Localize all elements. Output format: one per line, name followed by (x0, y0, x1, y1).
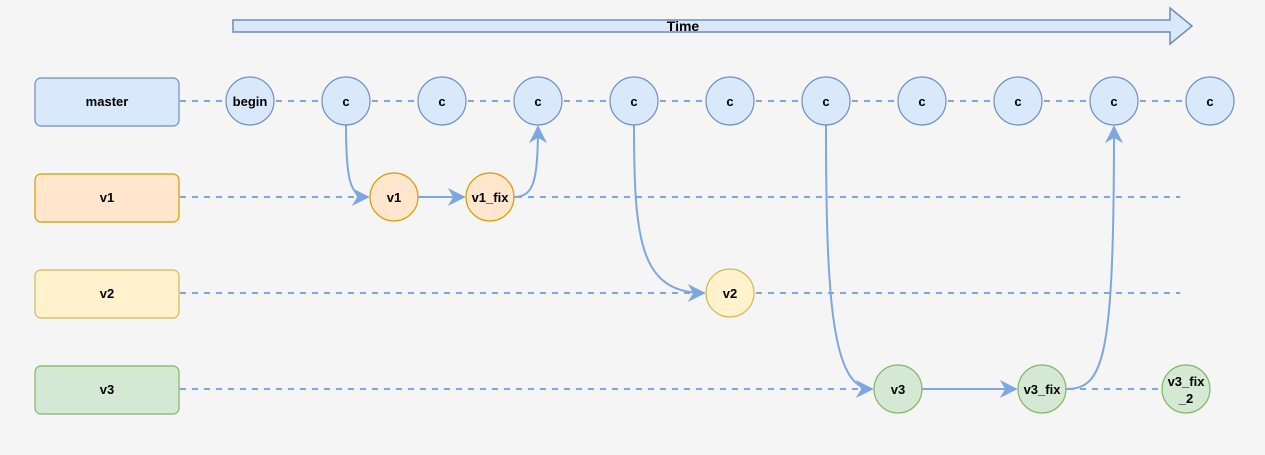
commit-node-v3-fix[interactable]: v3_fix (1017, 364, 1067, 414)
commit-label: c (726, 94, 733, 109)
branch-label-v2[interactable]: v2 (34, 269, 180, 319)
v3-commits: v3 v3_fix v3_fix _2 (873, 364, 1211, 414)
time-arrow: Time (232, 6, 1194, 46)
merge-v1fix-to-master (513, 125, 547, 198)
commit-label: v1 (387, 190, 401, 205)
branch-master-to-v1 (345, 124, 370, 206)
commit-node[interactable]: c (993, 76, 1043, 126)
commit-node[interactable]: c (321, 76, 371, 126)
branch-label-master-text: master (86, 94, 129, 109)
commit-node[interactable]: c (417, 76, 467, 126)
time-label: Time (667, 18, 700, 34)
commit-node[interactable]: c (897, 76, 947, 126)
commit-node[interactable]: begin (225, 76, 275, 126)
flow-connectors (345, 124, 1123, 398)
commit-node[interactable]: c (801, 76, 851, 126)
merge-v3fix-to-master (1065, 125, 1123, 390)
commit-node-v1[interactable]: v1 (369, 172, 419, 222)
commit-node[interactable]: c (513, 76, 563, 126)
commit-node-v2[interactable]: v2 (705, 268, 755, 318)
commit-node-v3[interactable]: v3 (873, 364, 923, 414)
commit-label: v2 (723, 286, 737, 301)
commit-node-v1-fix[interactable]: v1_fix (465, 172, 515, 222)
commit-label: c (438, 94, 445, 109)
time-arrow-shape (232, 6, 1194, 46)
commit-label: c (1206, 94, 1213, 109)
commit-node-v3-fix-2[interactable]: v3_fix _2 (1161, 364, 1211, 414)
commit-label: begin (233, 94, 268, 109)
branch-label-v2-text: v2 (100, 286, 114, 301)
branch-lines (180, 100, 1186, 390)
commit-label: c (630, 94, 637, 109)
branch-labels: master v1 v2 v3 (34, 77, 180, 415)
commit-label: c (342, 94, 349, 109)
commit-node[interactable]: c (609, 76, 659, 126)
commit-node[interactable]: c (1089, 76, 1139, 126)
branch-label-master[interactable]: master (34, 77, 180, 127)
branch-label-v3-text: v3 (100, 382, 114, 397)
commit-label: c (822, 94, 829, 109)
commit-label: v3_fix (1024, 382, 1062, 397)
branch-label-v1[interactable]: v1 (34, 173, 180, 223)
commit-label: c (918, 94, 925, 109)
commit-label: c (1014, 94, 1021, 109)
commit-node[interactable]: c (705, 76, 755, 126)
commit-label-line-1: v3_fix (1168, 374, 1206, 389)
commit-label: c (534, 94, 541, 109)
v2-commits: v2 (705, 268, 755, 318)
commit-label-line-2: _2 (1178, 391, 1193, 406)
branch-label-v3[interactable]: v3 (34, 365, 180, 415)
v1-commits: v1 v1_fix (369, 172, 515, 222)
commit-label: c (1110, 94, 1117, 109)
commit-label: v3 (891, 382, 905, 397)
master-commits: begin c c c c c c c (225, 76, 1235, 126)
commit-label: v1_fix (472, 190, 510, 205)
branch-master-to-v3 (825, 124, 874, 398)
branch-master-to-v2 (633, 124, 706, 302)
commit-node[interactable]: c (1185, 76, 1235, 126)
branch-label-v1-text: v1 (100, 190, 114, 205)
